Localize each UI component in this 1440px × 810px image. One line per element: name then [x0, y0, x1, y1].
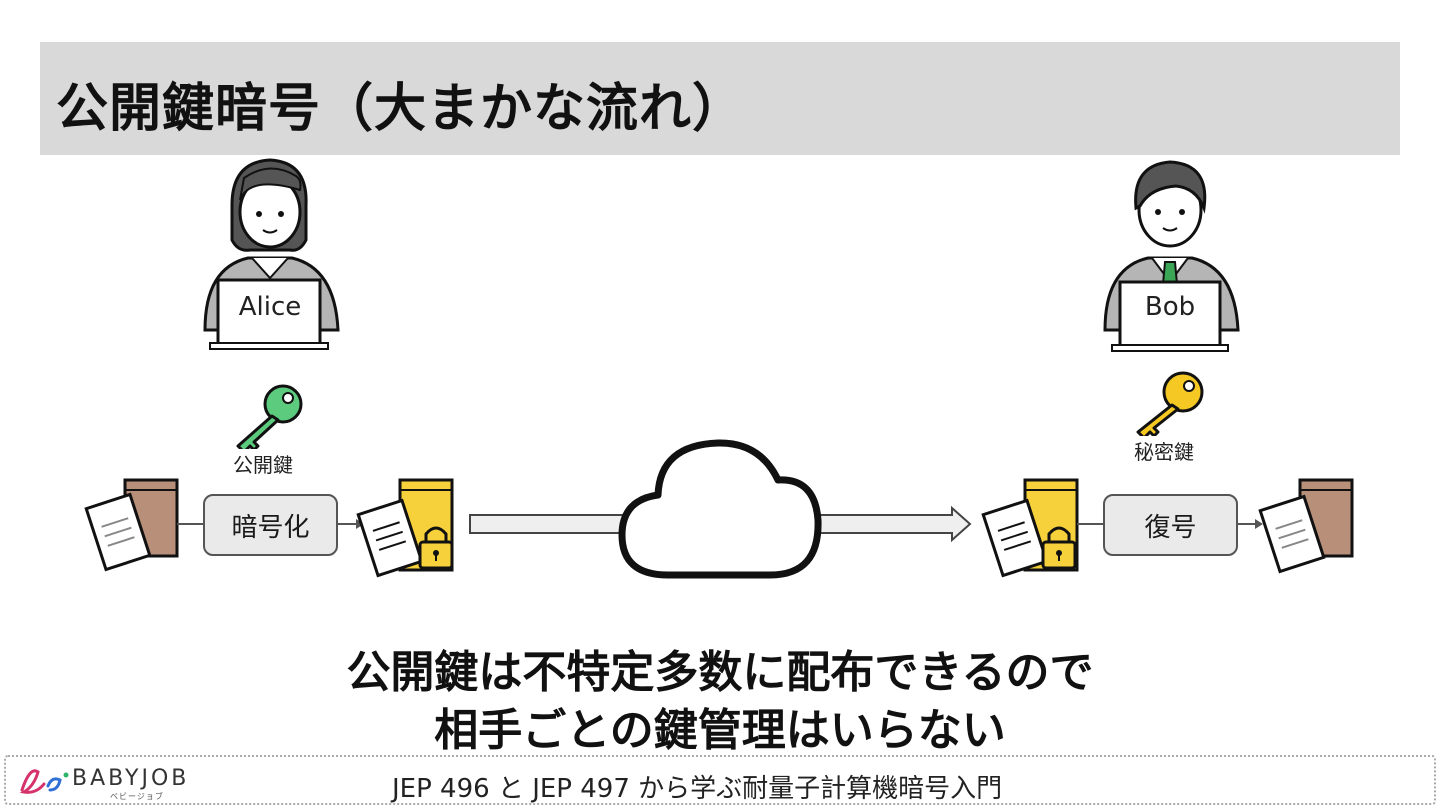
encrypt-process-box: 暗号化 — [203, 494, 338, 556]
message-line-2: 相手ごとの鍵管理はいらない — [434, 705, 1006, 756]
brand-logo-subtext: ベビージョブ — [110, 792, 164, 801]
decrypt-process-box: 復号 — [1103, 494, 1238, 556]
plaintext-box-icon — [84, 478, 179, 572]
private-key-icon — [1136, 371, 1204, 440]
public-key-icon — [236, 384, 303, 454]
encrypted-box-icon — [356, 478, 454, 578]
cloud-icon — [618, 439, 822, 579]
arrow-head — [1255, 519, 1263, 529]
message-line-1: 公開鍵は不特定多数に配布できるので — [346, 647, 1094, 698]
public-key-label: 公開鍵 — [233, 449, 293, 478]
alice-name-label: Alice — [222, 292, 318, 322]
footer-bar — [4, 755, 1436, 805]
babyjob-logo-icon — [19, 769, 69, 794]
footer-caption: JEP 496 と JEP 497 から学ぶ耐量子計算機暗号入門 — [392, 774, 1003, 804]
private-key-label: 秘密鍵 — [1134, 436, 1194, 465]
bob-name-label: Bob — [1122, 292, 1218, 322]
slide-title: 公開鍵暗号（大まかな流れ） — [56, 79, 746, 139]
bob-person-icon — [1103, 160, 1240, 352]
decrypted-box-icon — [1258, 478, 1354, 574]
title-bar — [40, 42, 1400, 155]
received-encrypted-box-icon — [981, 478, 1079, 578]
brand-logo-text: BABYJOB — [72, 766, 190, 791]
